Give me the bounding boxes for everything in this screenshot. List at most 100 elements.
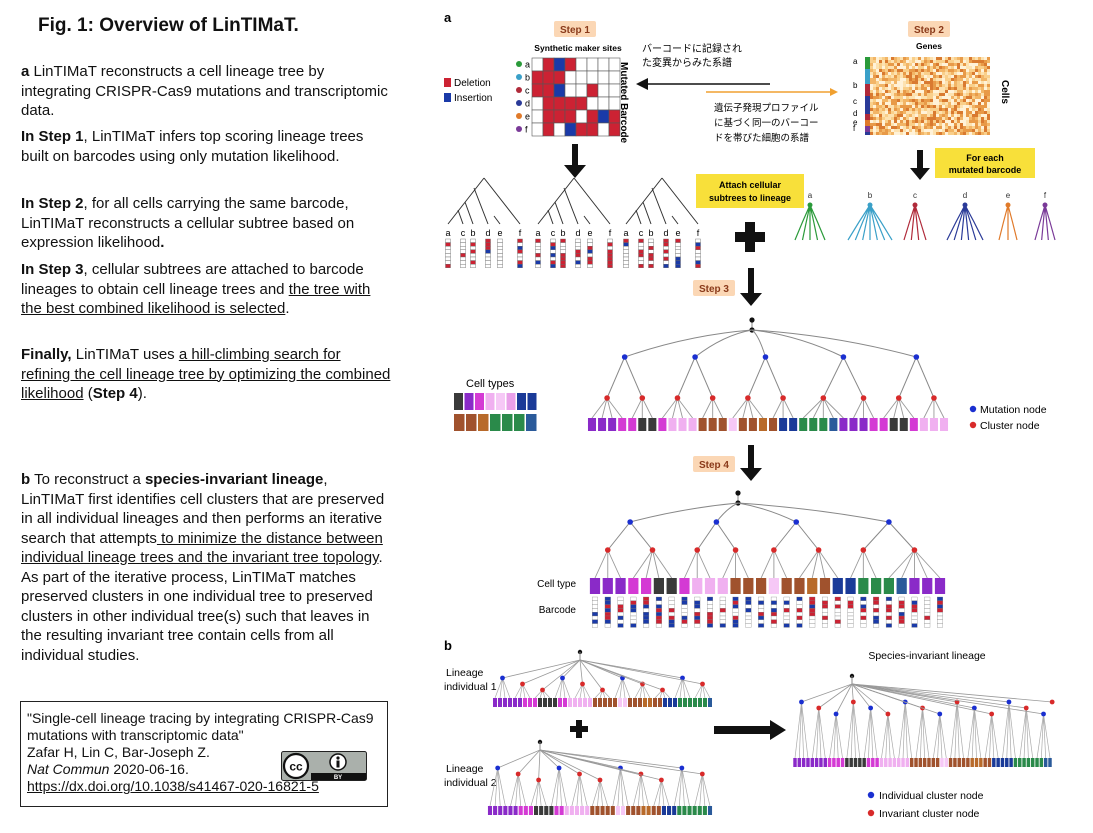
leaf-barcode-cell bbox=[643, 596, 650, 601]
tree-leaf-branch bbox=[898, 701, 906, 759]
heatmap-cell bbox=[978, 93, 981, 96]
heatmap-cell bbox=[942, 105, 945, 108]
heatmap-cell bbox=[942, 69, 945, 72]
heatmap-cell bbox=[951, 60, 954, 63]
heatmap-cell bbox=[879, 84, 882, 87]
leaf-barcode-cell bbox=[630, 623, 637, 628]
heatmap-cell bbox=[918, 129, 921, 132]
leaf-barcode-cell bbox=[847, 596, 854, 601]
jp-note2-line2: に基づく同一のバーコー bbox=[714, 117, 819, 129]
cc-by-license-badge[interactable]: cc BY bbox=[281, 751, 367, 781]
mutation-node bbox=[762, 354, 769, 360]
leaf-barcode-cell bbox=[873, 615, 880, 620]
tree-leaf-branch bbox=[599, 779, 603, 807]
mutation-node bbox=[621, 354, 628, 360]
leaf-cell bbox=[589, 578, 601, 594]
individual-node-icon bbox=[867, 791, 875, 799]
heatmap-cell bbox=[945, 72, 948, 75]
tree-leaf-branch bbox=[984, 713, 992, 759]
barcode-cell bbox=[638, 249, 644, 254]
heatmap-cell bbox=[873, 78, 876, 81]
heatmap-cell bbox=[897, 66, 900, 69]
heatmap-cell bbox=[927, 78, 930, 81]
leaf-cell bbox=[738, 418, 747, 431]
tree-leaf-branch bbox=[652, 549, 673, 579]
heatmap-cell bbox=[873, 96, 876, 99]
heatmap-cell bbox=[870, 87, 873, 90]
heatmap-cell bbox=[954, 120, 957, 123]
heatmap-cell bbox=[981, 57, 984, 60]
heatmap-cell bbox=[915, 63, 918, 66]
heatmap-cell bbox=[975, 126, 978, 129]
heatmap-cell bbox=[903, 66, 906, 69]
heatmap-cell bbox=[894, 78, 897, 81]
tree-root-node bbox=[749, 317, 755, 323]
heatmap-cell bbox=[924, 132, 927, 135]
cluster-node bbox=[911, 547, 918, 553]
heatmap-cell bbox=[966, 81, 969, 84]
leaf-cell bbox=[523, 698, 527, 707]
barcode-cell bbox=[663, 253, 669, 258]
heatmap-side-bar bbox=[865, 78, 870, 81]
heatmap-cell bbox=[888, 132, 891, 135]
heatmap-cell bbox=[909, 72, 912, 75]
heatmap-cell bbox=[963, 78, 966, 81]
tree-leaf-branch bbox=[818, 549, 826, 579]
heatmap-cell bbox=[936, 117, 939, 120]
heatmap-cell bbox=[906, 90, 909, 93]
tree-leaf-branch bbox=[760, 549, 775, 579]
tree-leaf-branch bbox=[712, 397, 724, 419]
leaf-barcode-cell bbox=[860, 612, 867, 617]
leaf-cell bbox=[879, 758, 884, 767]
heatmap-cell bbox=[882, 66, 885, 69]
leaf-barcode-cell bbox=[592, 600, 598, 605]
tree-leaf-branch bbox=[818, 707, 826, 759]
heatmap-cell bbox=[969, 126, 972, 129]
tree-leaf-branch bbox=[682, 677, 691, 699]
heatmap-cell bbox=[978, 60, 981, 63]
heatmap-cell bbox=[924, 99, 927, 102]
heatmap-cell bbox=[963, 123, 966, 126]
heatmap-cell bbox=[972, 102, 975, 105]
tree-leaf-branch bbox=[694, 683, 703, 699]
heatmap-cell bbox=[918, 78, 921, 81]
leaf-barcode-cell bbox=[860, 596, 867, 601]
leaf-cell bbox=[648, 698, 652, 707]
tree-leaf-branch bbox=[989, 713, 993, 759]
leaf-barcode-cell bbox=[681, 604, 688, 609]
leaf-barcode-cell bbox=[847, 619, 854, 624]
barcode-cell bbox=[517, 245, 523, 250]
barcode-cell bbox=[607, 260, 613, 265]
cc-icon bbox=[282, 752, 310, 780]
heatmap-cell bbox=[927, 57, 930, 60]
heatmap-cell bbox=[972, 93, 975, 96]
heatmap-cell bbox=[918, 63, 921, 66]
heatmap-cell bbox=[876, 75, 879, 78]
heatmap-cell bbox=[966, 87, 969, 90]
leaf-barcode-cell bbox=[873, 612, 880, 617]
heatmap-cell bbox=[984, 96, 987, 99]
leaf-barcode-cell bbox=[758, 608, 765, 613]
leaf-barcode-cell bbox=[847, 615, 854, 620]
leaf-cell bbox=[603, 698, 607, 707]
plus-icon-small bbox=[570, 720, 588, 738]
citation-doi-link[interactable]: https://dx.doi.org/10.1038/s41467-020-16… bbox=[27, 778, 319, 794]
leaf-barcode-cell bbox=[668, 608, 675, 613]
tree-branch bbox=[715, 502, 739, 523]
heatmap-cell bbox=[873, 123, 876, 126]
mutation-node bbox=[793, 519, 800, 525]
heatmap-cell bbox=[897, 102, 900, 105]
leaf-barcode-cell bbox=[745, 596, 752, 601]
heatmap-cell bbox=[930, 87, 933, 90]
heatmap-cell bbox=[921, 96, 924, 99]
tree-branches bbox=[447, 177, 521, 225]
heatmap-cell bbox=[903, 129, 906, 132]
heatmap-cell bbox=[903, 81, 906, 84]
leaf-cell bbox=[707, 806, 713, 815]
tree-leaf-branch bbox=[494, 767, 499, 807]
heatmap-cell bbox=[924, 87, 927, 90]
barcode-cell bbox=[470, 253, 476, 258]
heatmap-cell bbox=[945, 132, 948, 135]
barcode-cell bbox=[445, 242, 451, 247]
heatmap-cell bbox=[909, 96, 912, 99]
